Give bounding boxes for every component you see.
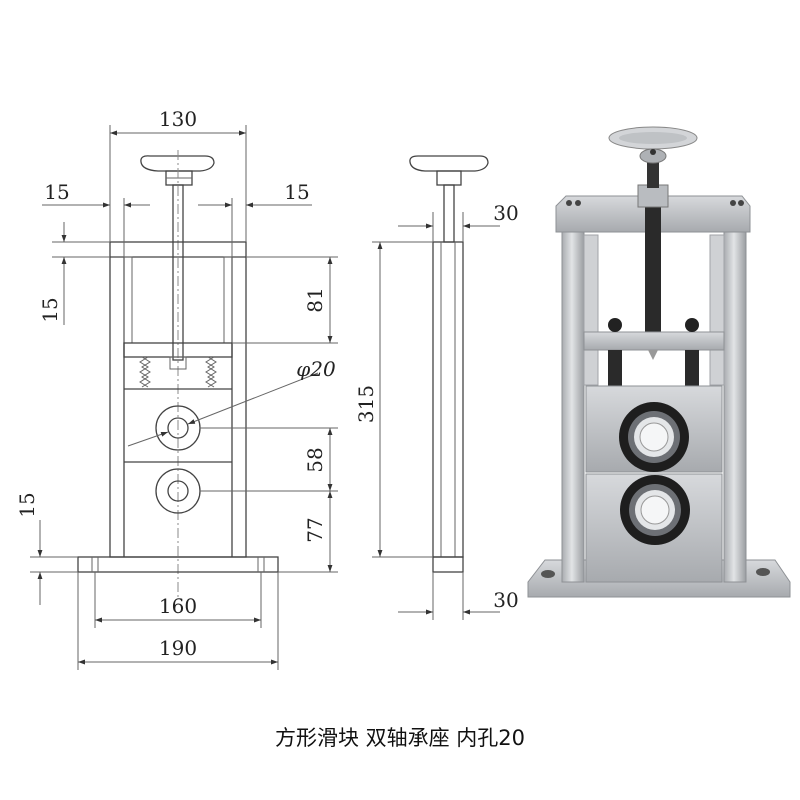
dim-bore: φ20 (296, 357, 336, 381)
dim-hole-spacing: 160 (159, 594, 197, 618)
dim-side-bottom: 30 (493, 588, 518, 612)
dim-total-height: 315 (354, 385, 378, 423)
dim-bearing-spacing: 58 (303, 447, 327, 472)
side-view (409, 155, 489, 573)
dim-side-top: 30 (493, 201, 518, 225)
dim-side-right: 15 (284, 180, 309, 204)
dim-top-bar: 15 (38, 297, 62, 322)
dim-base-thickness: 15 (15, 492, 39, 517)
caption: 方形滑块 双轴承座 内孔20 (274, 726, 526, 750)
dim-overall-width: 130 (159, 107, 197, 131)
side-dimensions: 315 30 30 (354, 201, 519, 620)
dim-lower-gap: 77 (303, 517, 327, 542)
dim-base-width: 190 (159, 636, 197, 660)
front-view (77, 150, 279, 600)
product-illustration (527, 126, 791, 598)
dim-upper-gap: 81 (303, 287, 327, 312)
front-dimensions: 130 15 15 15 81 φ20 58 77 (15, 107, 338, 670)
dim-side-left: 15 (44, 180, 69, 204)
